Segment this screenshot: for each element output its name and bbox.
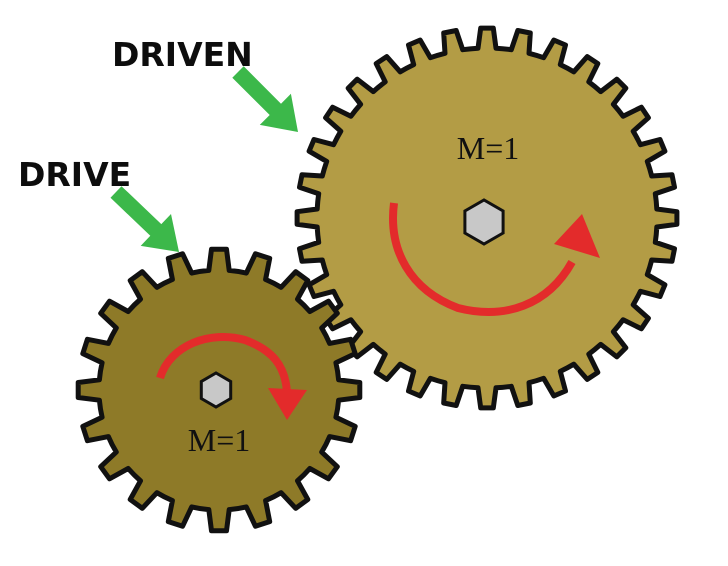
drive-gear-module-label: M=1 <box>188 422 251 458</box>
driven-gear-module-label: M=1 <box>457 130 520 166</box>
drive-hub-hexagon-icon <box>199 371 233 409</box>
drive-pointer-arrow-icon <box>110 186 179 252</box>
driven-hub-hexagon-icon <box>463 198 505 246</box>
drive-gear: M=1 <box>75 246 363 534</box>
driven-label: DRIVEN <box>112 35 253 74</box>
drive-label: DRIVE <box>18 155 131 194</box>
driven-gear: M=1 <box>294 25 680 411</box>
drive-rotation-arrowhead <box>268 388 307 420</box>
driven-rotation-arrow-icon <box>389 202 576 316</box>
driven-rotation-arrowhead <box>554 214 600 258</box>
drive-rotation-arrow-icon <box>156 332 291 393</box>
driven-pointer-arrow-icon <box>232 66 298 132</box>
